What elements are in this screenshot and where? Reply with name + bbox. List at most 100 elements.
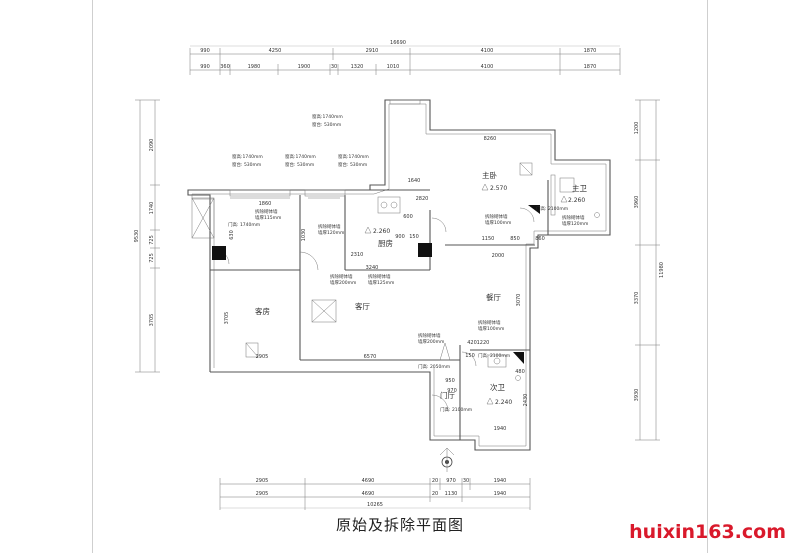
dim-bottom-4: 970 [446,478,456,484]
room-dining: 餐厅 [486,293,501,302]
dim-left-1: 2090 [149,139,155,152]
demolition-note: 墙厚115mm [255,214,281,221]
window-note-sill: 窗台: 530mm [232,161,261,168]
dim-int-14: 1940 [494,426,507,432]
dim-int-15: 3070 [516,294,522,307]
entry-marker [439,447,455,472]
dim-bottom-1: 2905 [256,478,269,484]
elevation-master-bedroom: 2.570 [490,185,507,192]
dim-left-2: 1740 [149,202,155,215]
demolition-notes: 拆除砌体墙 墙厚115mm 拆除砌体墙 墙厚120mm 拆除砌体墙 墙厚200m… [255,208,588,345]
window-note-sill: 窗台: 530mm [285,161,314,168]
dim-int-2: 1640 [408,178,421,184]
dim-left-3: 725 [149,235,155,245]
bottom-dimensions: 2905 4690 20 970 30 1940 2905 4690 20 11… [219,478,531,510]
dim-top-r2-1: 990 [200,64,210,70]
window-note-height: 窗高:1740mm [285,153,316,160]
room-guest: 客房 [255,306,270,316]
demolition-note: 拆除砌体墙 [368,273,391,280]
window-note-height: 窗高:1740mm [338,153,369,160]
dim-int-1: 1860 [259,201,272,207]
interior-dimensions: 1860 1640 8260 2820 2310 3240 2000 1150 … [224,136,545,432]
dim-int-7: 2000 [492,253,505,259]
right-dimensions: 11980 1200 3960 3370 3930 [634,99,665,441]
dim-top-1: 990 [200,48,210,54]
room-kitchen: 厨房 [378,238,393,248]
door-notes: 门高: 1740mm 门高: 2100mm 门高: 2100mm 门高: 205… [228,205,568,413]
dim-int-3: 8260 [484,136,497,142]
elevation-marks: 2.570 2.260 2.260 2.240 [364,183,585,406]
dim-bottom-2: 4690 [362,478,375,484]
dim-right-4: 3930 [634,389,640,402]
left-dimensions: 9530 2090 1740 725 725 3705 [134,99,160,373]
dim-int-17: 2430 [523,394,529,407]
dim-int-10: 860 [535,236,545,242]
elevation-kitchen: 2.260 [373,228,390,235]
demolition-note: 墙厚125mm [368,279,394,286]
demolition-note: 拆除砌体墙 [478,319,501,326]
door-note: 门高: 2100mm [440,406,472,413]
demolition-note: 墙厚100mm [478,325,504,332]
demolition-note: 墙厚120mm [562,220,588,227]
demolition-note: 墙厚200mm [330,279,356,286]
demolition-note: 拆除砌体墙 [485,213,508,220]
dim-int-5: 2310 [351,252,364,258]
dim-bottom-5: 30 [463,478,469,484]
dim-int-11: 6570 [364,354,377,360]
dim-top-r2-8: 4100 [481,64,494,70]
dim-top-r2-7: 1010 [387,64,400,70]
dim-top-4: 4100 [481,48,494,54]
dim-int-26: 630 [229,230,235,240]
dim-right-3: 3370 [634,292,640,305]
dim-right-outer: 11980 [659,262,665,278]
top-dimensions: 16690 990 4250 2910 4100 1870 990 360 19… [189,40,621,75]
demolition-note: 拆除砌体墙 [330,273,353,280]
dim-bottom-total: 10265 [367,502,383,508]
dim-top-5: 1870 [584,48,597,54]
dim-int-8: 1150 [482,236,495,242]
dim-int-21: 600 [403,214,413,220]
dim-top-r2-6: 1320 [351,64,364,70]
dim-top-r2-2: 360 [220,64,230,70]
room-living: 客厅 [355,301,370,311]
dim-right-2: 3960 [634,196,640,209]
dim-top-total: 16690 [390,40,406,46]
room-second-bath: 次卫 [490,382,505,392]
room-master-bedroom: 主卧 [482,170,497,180]
dim-left-4: 725 [149,253,155,263]
dim-bottom-r2-2: 4690 [362,491,375,497]
demolition-note: 拆除砌体墙 [318,223,341,230]
dim-int-19: 900 [395,234,405,240]
dim-left-outer: 9530 [134,230,140,243]
dim-bottom-3: 20 [432,478,438,484]
dim-int-27: 1030 [301,229,307,242]
dim-top-r2-3: 1980 [248,64,261,70]
demolition-note: 拆除砌体墙 [562,214,585,221]
dim-int-4: 2820 [416,196,429,202]
dim-bottom-r2-1: 2905 [256,491,269,497]
dim-int-9: 850 [510,236,520,242]
dim-int-12: 2905 [256,354,269,360]
room-foyer: 门厅 [440,391,455,400]
dim-int-22: 950 [445,378,455,384]
drawing-sheet [92,0,708,553]
door-note: 门高: 2050mm [418,363,450,370]
dim-int-24: 480 [515,369,525,375]
dim-left-5: 3705 [149,314,155,327]
room-master-bath: 主卫 [572,183,587,193]
watermark: huixin163.com [629,521,786,543]
demolition-note: 拆除砌体墙 [418,332,441,339]
door-note: 门高: 2100mm [478,352,510,359]
door-note: 门高: 1740mm [228,221,260,228]
window-note-sill: 窗台: 530mm [338,161,367,168]
window-note-height: 窗高:1740mm [232,153,263,160]
dim-top-r2-5: 30 [331,64,337,70]
dim-int-16: 3705 [224,312,230,325]
elevation-master-bath: 2.260 [568,197,585,204]
dim-int-20: 150 [409,234,419,240]
demolition-note: 拆除砌体墙 [255,208,278,215]
window-note-height: 窗高:1740mm [312,113,343,120]
dim-right-1: 1200 [634,122,640,135]
dim-top-3: 2910 [366,48,379,54]
